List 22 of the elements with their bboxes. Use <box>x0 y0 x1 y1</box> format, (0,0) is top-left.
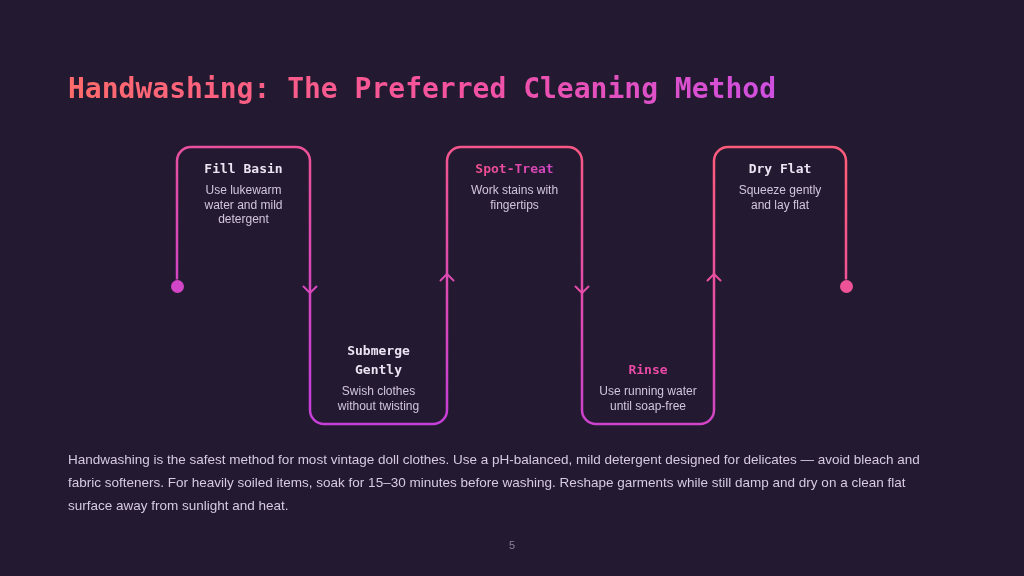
step-title: Fill Basin <box>204 160 283 178</box>
step-outline <box>580 293 716 426</box>
step-outline <box>445 145 584 274</box>
arrow <box>574 274 590 294</box>
step-description: Squeeze gently and lay flat <box>737 183 823 212</box>
step-title: Rinse <box>628 361 668 379</box>
endpoint-dot <box>839 279 853 293</box>
page-number: 5 <box>508 538 516 552</box>
step-title: Dry Flat <box>748 160 812 178</box>
step-description: Swish clothes without twisting <box>336 384 421 413</box>
step-title: Submerge Gently <box>346 342 411 379</box>
step-description: Work stains with fingertips <box>469 183 560 212</box>
step-outline <box>175 145 312 274</box>
endpoint-dot <box>170 279 184 293</box>
arrow <box>439 273 455 293</box>
body-paragraph: Handwashing is the safest method for most vintage doll clothes. Use a pH-balanced, mild detergent designed for delicates — avoid bleach and fabric softeners. For heavily soiled items, soak for 15–30 minutes before washing. Reshape garments while still damp and dry on a clean flat surface away from sunlight and heat. <box>68 451 921 515</box>
step-outline <box>712 145 848 274</box>
step-description: Use running water until soap-free <box>598 384 698 413</box>
arrow <box>302 274 318 294</box>
step-outline <box>308 293 449 426</box>
arrow <box>706 273 722 293</box>
step-description: Use lukewarm water and mild detergent <box>203 183 284 227</box>
